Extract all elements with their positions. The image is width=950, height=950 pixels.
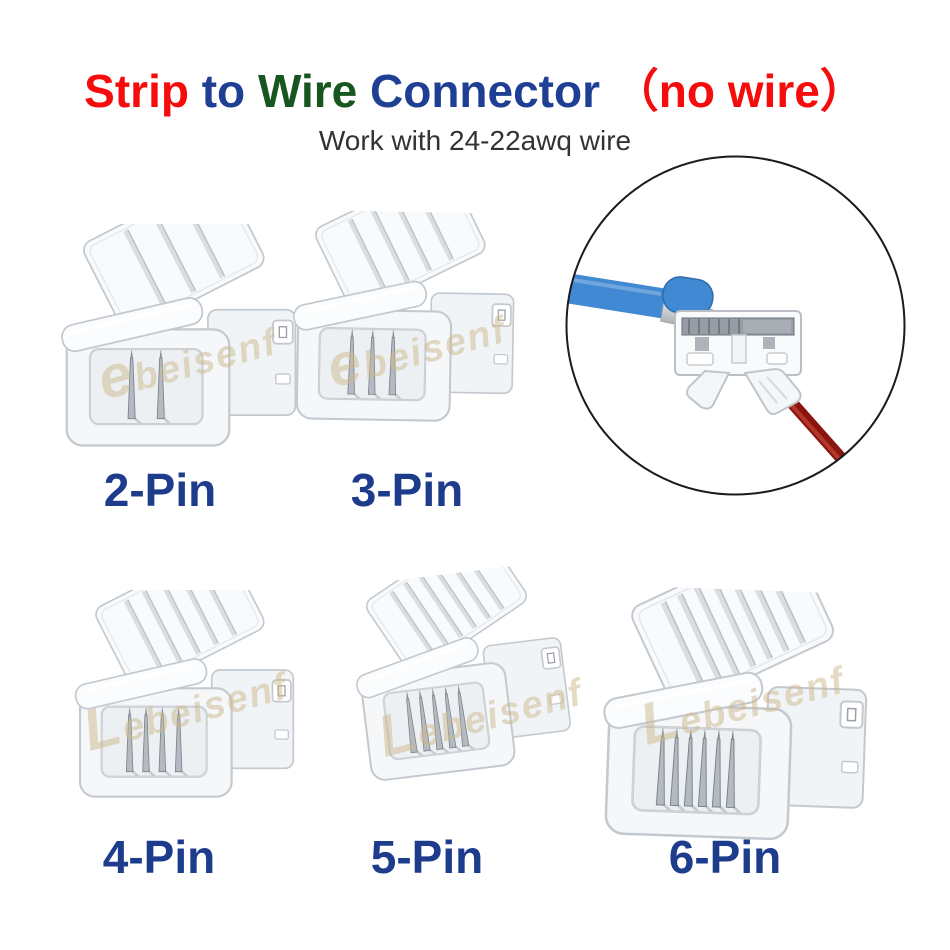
product-label-4pin: 4-Pin [102,831,216,883]
product-label-2pin: 2-Pin [103,464,217,516]
connector-figure-4pin [70,590,320,823]
subtitle: Work with 24-22awq wire [318,125,632,156]
page-title: Strip to Wire Connector （no wire） [0,66,950,117]
title-segment-no-wire: （no wire） [612,65,866,117]
title-segment-connector: Connector [370,65,613,117]
connector-figure-3pin [286,209,542,450]
title-segment-strip: Strip [84,65,202,117]
connector-figure-2pin [56,224,324,474]
title-segment-to: to [201,65,258,117]
title-segment-wire: Wire [257,65,370,117]
usage-illustration [565,155,906,496]
inset-circle-outline [565,155,906,496]
product-label-5pin: 5-Pin [370,831,484,883]
product-label-6pin: 6-Pin [668,831,782,883]
inset-connector [674,310,802,415]
product-label-3pin: 3-Pin [350,464,464,516]
connector-figure-6pin [592,584,902,875]
connector-figure-5pin [339,558,602,807]
usage-inset-circle [563,153,908,498]
